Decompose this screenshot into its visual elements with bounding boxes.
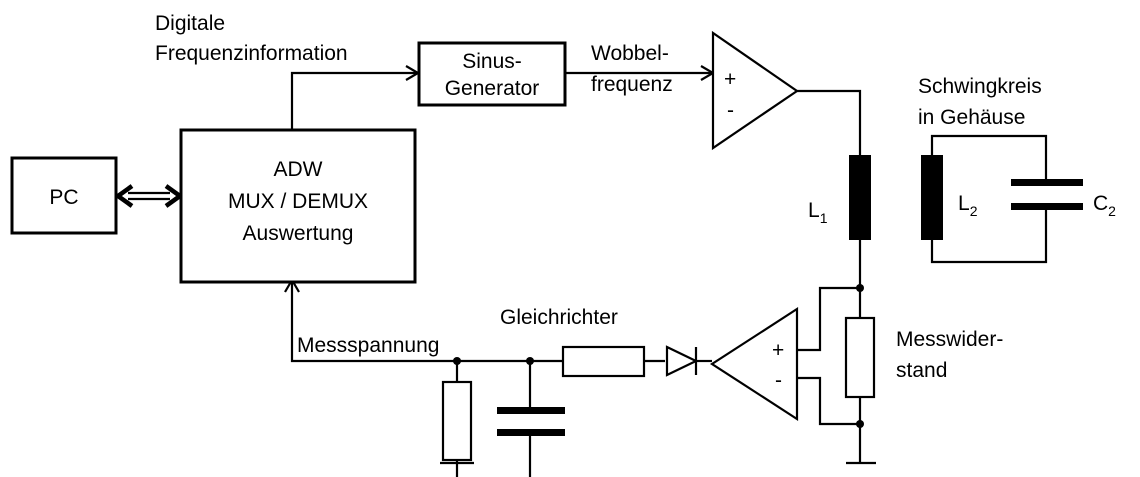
wire-adw-to-sinus <box>290 71 418 130</box>
wire-tap-bottom <box>797 376 860 426</box>
opamp-bottom <box>709 306 799 422</box>
wire-opamp-to-l1 <box>797 89 862 155</box>
opamp-top-plus: + <box>724 68 736 91</box>
digital-frequency-label: Digitale <box>155 12 225 35</box>
filter-capacitor <box>497 407 565 436</box>
labels: Digitale Frequenzinformation Sinus- Gene… <box>49 12 1116 392</box>
digital-frequency-label: Frequenzinformation <box>155 42 348 65</box>
c2-label: C2 <box>1093 192 1116 219</box>
sinus-generator-label: Generator <box>445 77 540 100</box>
wobbel-frequency-label: frequenz <box>591 73 673 96</box>
wobbel-frequency-label: Wobbel- <box>591 42 669 65</box>
junction-dots <box>453 284 864 428</box>
messwiderstand-label: Messwider- <box>896 328 1003 351</box>
junction-dot <box>856 420 864 428</box>
rectifier-resistor <box>561 345 646 378</box>
pc-box <box>10 156 118 235</box>
sinus-generator-box <box>417 41 567 107</box>
pc-label: PC <box>49 186 78 209</box>
gleichrichter-label: Gleichrichter <box>500 306 618 329</box>
messspannung-label: Messspannung <box>297 334 439 357</box>
filter-resistor <box>441 380 473 462</box>
opamp-bottom-minus: - <box>775 369 782 392</box>
l2-label: L2 <box>958 192 978 219</box>
bidirectional-arrow-icon <box>114 184 184 208</box>
opamp-top <box>711 30 799 151</box>
shunt-resistor <box>844 316 876 399</box>
schwingkreis-label: in Gehäuse <box>918 106 1025 129</box>
junction-dot <box>526 357 534 365</box>
adw-box <box>179 128 417 284</box>
diode-icon <box>665 345 699 377</box>
schwingkreis-label: Schwingkreis <box>918 75 1042 98</box>
wire-tap-top <box>797 286 860 352</box>
wire-messspannung <box>290 282 563 363</box>
sinus-generator-label: Sinus- <box>462 50 522 73</box>
inductor-l1 <box>849 155 871 240</box>
inductor-l2 <box>921 155 943 240</box>
adw-label: MUX / DEMUX <box>228 190 368 213</box>
wire-tank-loop <box>930 134 1048 264</box>
junction-dot <box>856 284 864 292</box>
adw-label: Auswertung <box>243 222 354 245</box>
junction-dot <box>453 357 461 365</box>
l1-label: L1 <box>808 199 828 226</box>
capacitor-c2 <box>1011 179 1083 210</box>
opamp-top-minus: - <box>727 99 734 122</box>
opamp-bottom-plus: + <box>772 339 784 362</box>
messwiderstand-label: stand <box>896 359 947 382</box>
adw-label: ADW <box>274 158 323 181</box>
